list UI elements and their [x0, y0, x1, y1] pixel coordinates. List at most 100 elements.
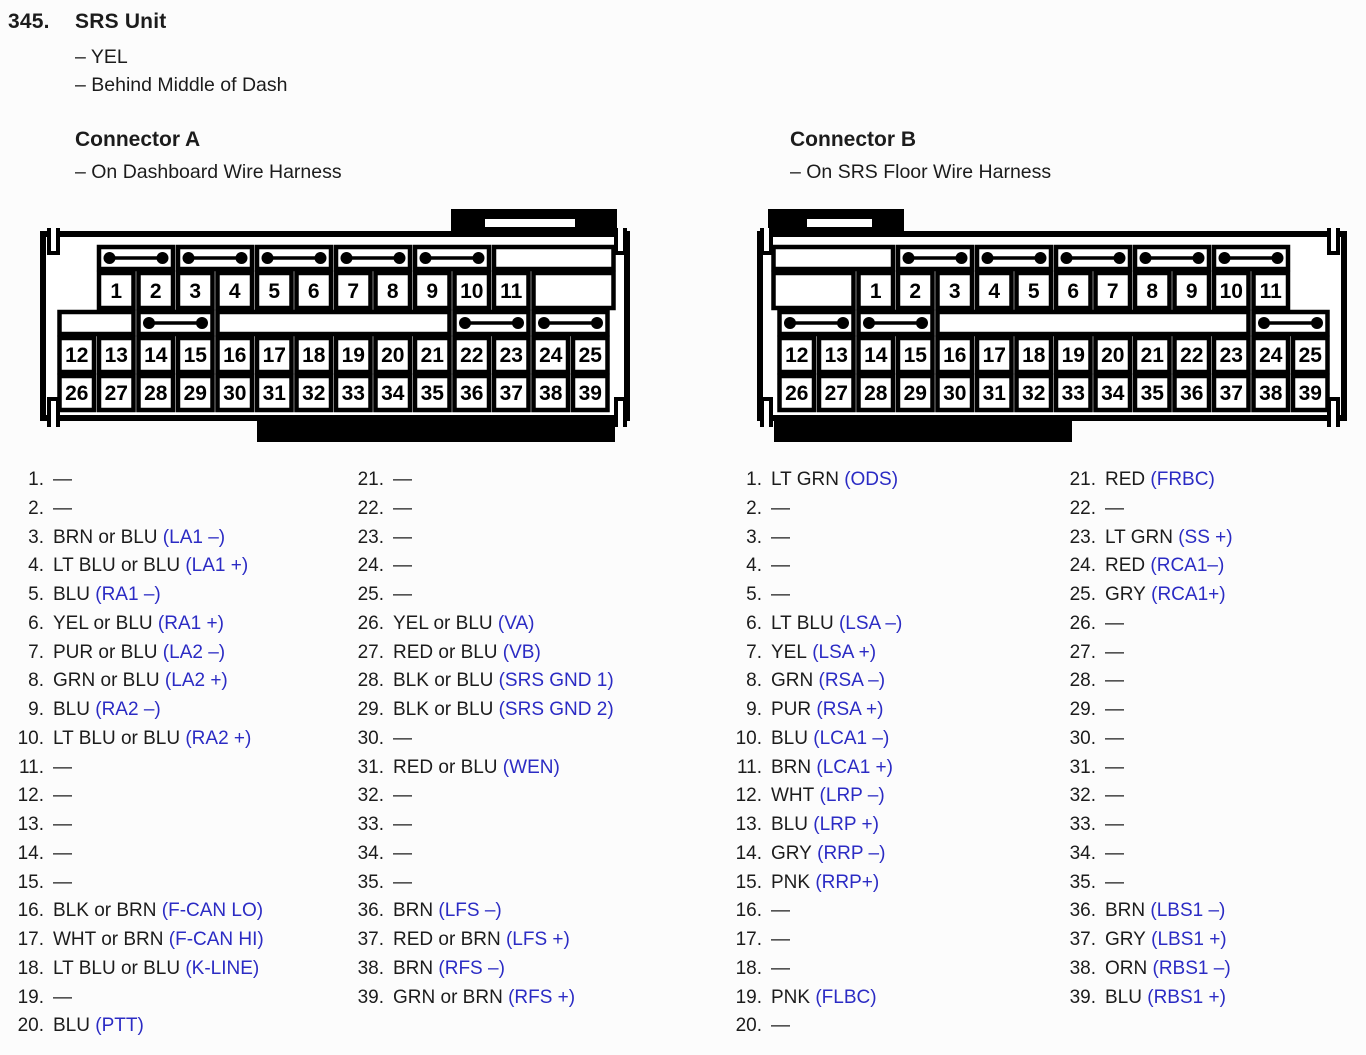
pin-wire-color: — [53, 814, 72, 835]
pin-cell-number: 32 [1022, 382, 1045, 405]
pin-cell-number: 32 [302, 382, 325, 405]
pin-wire-color: RED or BLU [393, 641, 498, 663]
pin-wire-color: BLU [771, 814, 808, 835]
pin-cell [856, 270, 896, 311]
pin-cell-number: 18 [1022, 344, 1046, 367]
bridge-strip-box [771, 244, 896, 272]
pin-row: 15.— [8, 869, 264, 898]
bridge-dot [902, 252, 915, 264]
pin-row: 3.— [726, 524, 902, 553]
pin-number: 15. [735, 871, 762, 893]
pin-cell [96, 335, 136, 375]
pin-wire-color: PNK [771, 986, 811, 1008]
pin-cell-number: 20 [381, 344, 404, 367]
pin-wire-color: BLU [53, 699, 90, 720]
pin-row: 32.— [1060, 782, 1233, 811]
pin-row: 10.LT BLU or BLU (RA2 +) [8, 725, 264, 754]
connector-b-pin-list-col1: 1.LT GRN (ODS)2.—3.—4.—5.—6.LT BLU (LSA … [726, 466, 903, 1041]
pin-wire-color: LT GRN [771, 469, 839, 490]
bridge-dot [837, 317, 849, 329]
top-tab-slot [485, 219, 575, 227]
pin-cell-number: 14 [864, 344, 888, 367]
pin-row: 22.— [1060, 495, 1233, 524]
pin-cell-number: 31 [983, 382, 1007, 405]
key-slot [760, 397, 773, 427]
pin-cell-number: 5 [268, 280, 280, 303]
pin-wire-color: — [1105, 727, 1124, 749]
bridge-dot [863, 317, 875, 329]
pin-row: 32.— [348, 782, 614, 811]
pin-cell-number: 39 [579, 382, 602, 405]
pin-cell-number: 34 [381, 382, 405, 405]
pin-signal-name: (LCA1 –) [807, 727, 890, 749]
pin-cell [570, 335, 610, 375]
pin-cell-number: 31 [263, 382, 287, 405]
pin-number: 6. [746, 612, 762, 634]
pin-cell-number: 12 [65, 344, 88, 367]
pin-cell [412, 373, 452, 413]
pin-cell-number: 35 [421, 382, 445, 405]
pin-cell-number: 13 [105, 344, 128, 367]
pin-cell [974, 373, 1014, 413]
pin-wire-color: PUR or BLU [53, 641, 158, 663]
pin-cell-number: 26 [65, 382, 88, 405]
pin-signal-name: (LCA1 +) [811, 756, 893, 778]
pin-signal-name: (RA1 –) [89, 584, 161, 605]
pin-number: 8. [28, 670, 44, 692]
pin-cell-number: 38 [539, 382, 563, 405]
pin-cell [1132, 373, 1172, 413]
pin-row: 7.PUR or BLU (LA2 –) [8, 639, 264, 668]
pin-wire-color: GRN [771, 670, 814, 692]
pin-number: 29. [1069, 699, 1096, 720]
pin-row: 20.BLU (PTT) [8, 1012, 264, 1041]
pin-number: 31. [357, 756, 384, 778]
pin-row: 28.— [1060, 667, 1233, 696]
side-filler-box [531, 270, 616, 311]
pin-number: 34. [357, 842, 384, 864]
pin-cell-number: 36 [460, 382, 483, 405]
pin-row: 18.LT BLU or BLU (K-LINE) [8, 955, 264, 984]
pin-row: 19.— [8, 984, 264, 1013]
pin-cell-number: 17 [983, 344, 1006, 367]
key-slot [47, 228, 60, 255]
pin-row: 23.— [348, 524, 614, 553]
pin-wire-color: BLU [1105, 986, 1142, 1008]
page-title: SRS Unit [75, 10, 167, 33]
pin-row: 37.GRY (LBS1 +) [1060, 926, 1233, 955]
pin-number: 25. [1069, 584, 1096, 605]
connector-bottom-tab [257, 419, 615, 442]
pin-number: 11. [736, 756, 762, 778]
pin-number: 24. [357, 555, 384, 577]
pin-cell [1290, 335, 1330, 375]
pin-number: 37. [1069, 929, 1096, 950]
pin-wire-color: BLK or BLU [393, 670, 494, 692]
pin-cell [1132, 335, 1172, 375]
pin-row: 2.— [726, 495, 902, 524]
pin-cell-number: 3 [949, 280, 961, 303]
pin-cell [452, 270, 492, 311]
pin-cell [1093, 270, 1133, 311]
pin-cell [175, 270, 215, 311]
pin-wire-color: — [393, 814, 412, 835]
pin-cell [96, 373, 136, 413]
pin-number: 5. [28, 584, 44, 605]
pin-cell [1290, 373, 1330, 413]
pin-row: 36.BRN (LFS –) [348, 897, 614, 926]
pin-wire-color: — [53, 871, 72, 893]
bridge-dot [538, 317, 550, 329]
pin-cell-number: 37 [500, 382, 523, 405]
pin-wire-color: — [771, 957, 790, 979]
pin-number: 4. [28, 555, 44, 577]
pin-signal-name: (LSA –) [833, 612, 903, 634]
pin-cell-number: 9 [1186, 280, 1198, 303]
pin-row: 34.— [348, 840, 614, 869]
connector-a-pin-list-col1: 1.—2.—3.BRN or BLU (LA1 –)4.LT BLU or BL… [8, 466, 264, 1041]
pin-number: 19. [17, 986, 44, 1008]
pin-number: 31. [1069, 756, 1096, 778]
pin-cell-number: 20 [1101, 344, 1124, 367]
pin-cell-number: 2 [150, 280, 162, 303]
bridge-strip-box [57, 309, 136, 337]
pin-wire-color: PUR [771, 699, 812, 720]
bridge-dot [1311, 317, 1323, 329]
pin-cell-number: 4 [988, 280, 1000, 303]
